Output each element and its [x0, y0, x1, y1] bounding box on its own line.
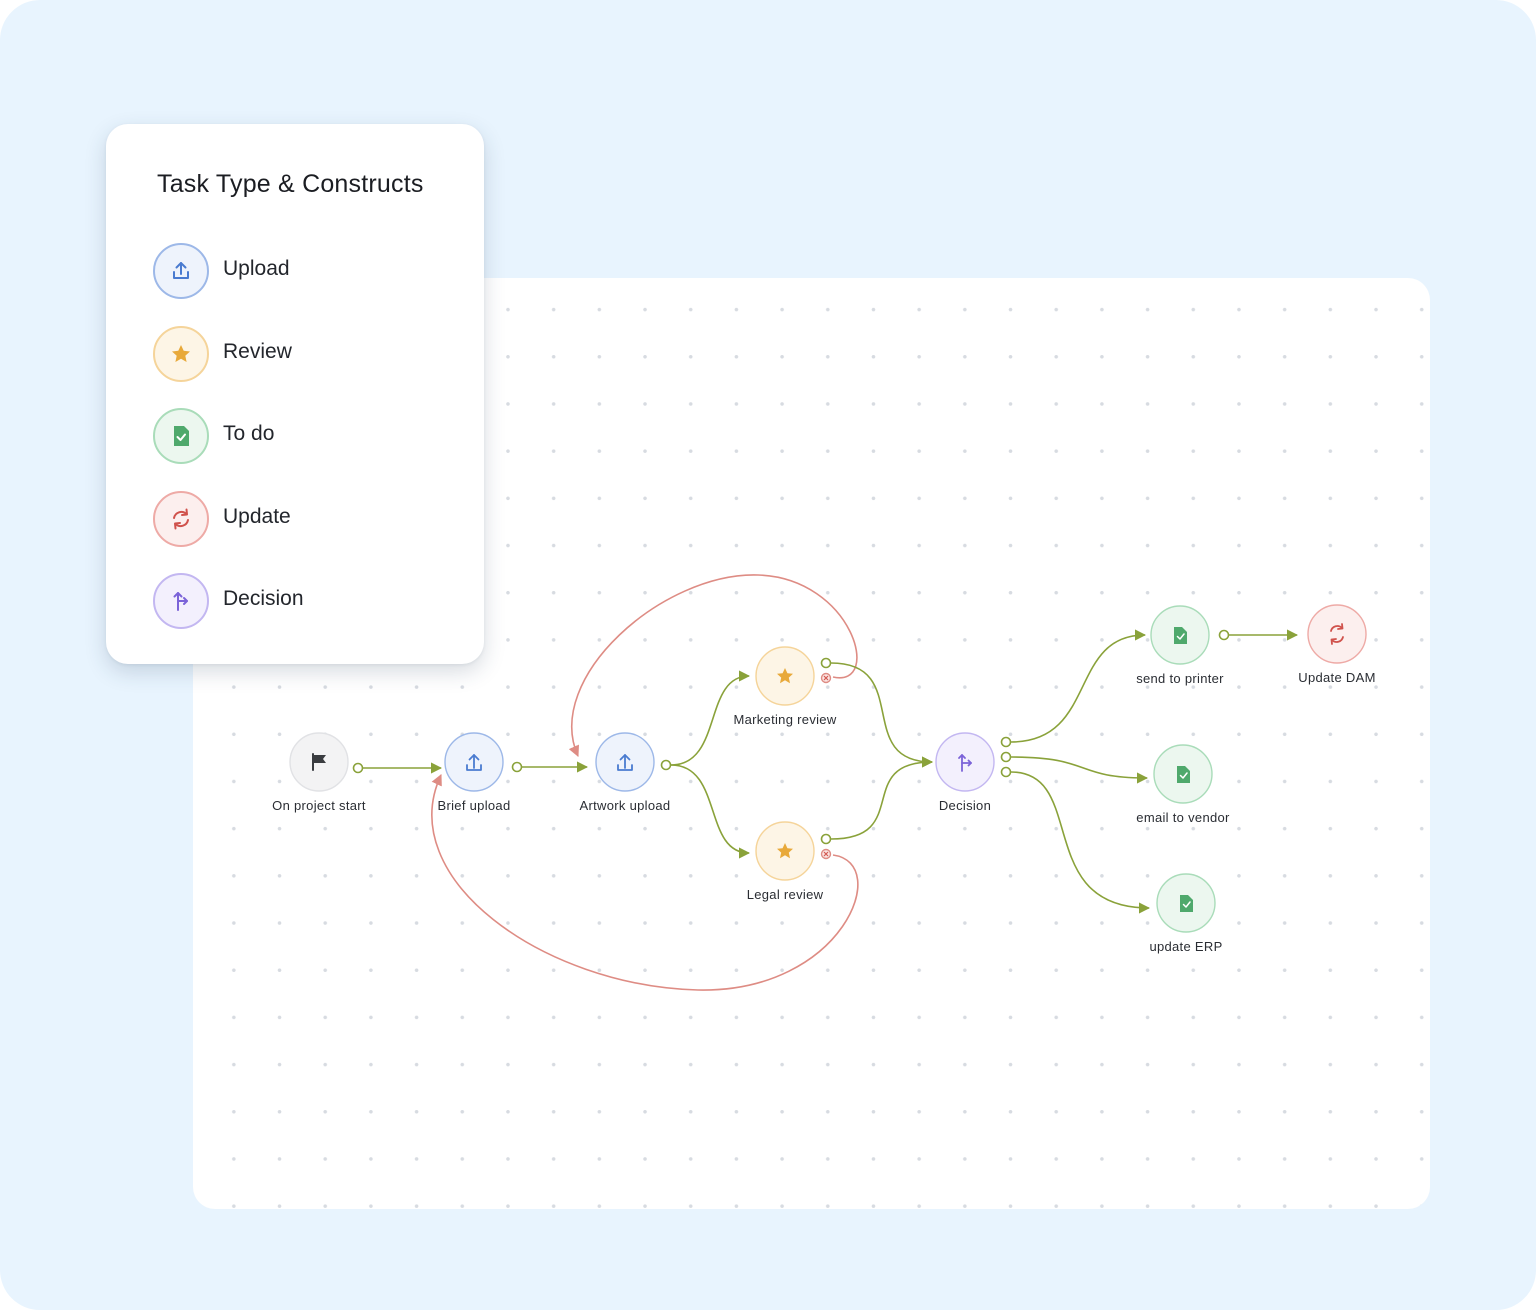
node-label: Update DAM — [1298, 670, 1375, 685]
node-label: Brief upload — [438, 798, 511, 813]
edge-marketing-reject-to-artwork — [568, 574, 858, 758]
legend-item-update[interactable]: Update — [153, 491, 453, 547]
legend-item-upload[interactable]: Upload — [153, 243, 453, 299]
upload-icon — [617, 754, 633, 771]
port-decision-out-2[interactable] — [1000, 751, 1012, 763]
node-send-to-printer[interactable]: send to printer — [1136, 605, 1224, 686]
node-artwork-upload[interactable]: Artwork upload — [580, 732, 671, 813]
legend-item-label: To do — [223, 422, 275, 445]
node-label: Artwork upload — [580, 798, 671, 813]
reject-port-marketing[interactable] — [820, 672, 832, 684]
node-label: On project start — [272, 798, 366, 813]
port-brief-out[interactable] — [511, 761, 523, 773]
node-label: Decision — [939, 798, 991, 813]
node-brief-upload[interactable]: Brief upload — [438, 732, 511, 813]
legend-item-label: Update — [223, 505, 291, 528]
sync-icon — [1330, 623, 1344, 645]
legend-item-label: Decision — [223, 587, 304, 610]
edge-artwork-to-marketing — [670, 670, 751, 766]
reject-port-legal[interactable] — [820, 848, 832, 860]
edge-marketing-to-decision — [830, 662, 934, 768]
branch-icon — [153, 573, 209, 629]
node-update-erp[interactable]: update ERP — [1149, 873, 1222, 954]
document-check-icon — [1174, 627, 1187, 644]
edge-decision-to-vendor — [1010, 756, 1149, 784]
node-marketing-review[interactable]: Marketing review — [733, 646, 837, 727]
edge-legal-to-decision — [830, 756, 934, 840]
node-label: update ERP — [1149, 939, 1222, 954]
edge-decision-to-printer — [1010, 629, 1147, 743]
flag-icon — [312, 753, 326, 771]
node-on-project-start[interactable]: On project start — [272, 732, 366, 813]
edge-artwork-to-legal — [670, 764, 751, 859]
workflow-diagram: On project start Brief upload — [272, 574, 1375, 991]
node-legal-review[interactable]: Legal review — [747, 821, 824, 902]
legend-item-review[interactable]: Review — [153, 326, 453, 382]
task-type-legend-panel: Task Type & Constructs Upload Review — [106, 124, 484, 664]
output-ports — [352, 629, 1230, 845]
edge-legal-reject-to-brief — [431, 773, 859, 991]
node-label: send to printer — [1136, 671, 1224, 686]
star-icon — [153, 326, 209, 382]
upload-icon — [466, 754, 482, 771]
legend-item-decision[interactable]: Decision — [153, 573, 453, 629]
port-decision-out-3[interactable] — [1000, 766, 1012, 778]
node-email-to-vendor[interactable]: email to vendor — [1136, 744, 1230, 825]
legend-item-label: Review — [223, 340, 292, 363]
legend-item-label: Upload — [223, 257, 290, 280]
node-update-dam[interactable]: Update DAM — [1298, 604, 1375, 685]
document-check-icon — [1180, 895, 1193, 912]
port-printer-out[interactable] — [1218, 629, 1230, 641]
node-label: Marketing review — [733, 712, 836, 727]
upload-icon — [153, 243, 209, 299]
branch-icon — [958, 754, 972, 772]
document-check-icon — [1177, 766, 1190, 783]
star-icon — [777, 843, 793, 859]
legend-title: Task Type & Constructs — [157, 170, 424, 198]
document-check-icon — [153, 408, 209, 464]
port-marketing-approve[interactable] — [820, 657, 832, 669]
node-decision[interactable]: Decision — [935, 732, 995, 813]
node-label: email to vendor — [1136, 810, 1230, 825]
edge-decision-to-erp — [1010, 771, 1151, 914]
node-label: Legal review — [747, 887, 824, 902]
star-icon — [777, 668, 793, 684]
port-artwork-out[interactable] — [660, 759, 672, 771]
port-decision-out-1[interactable] — [1000, 736, 1012, 748]
port-start-out[interactable] — [352, 762, 364, 774]
legend-item-todo[interactable]: To do — [153, 408, 453, 464]
sync-icon — [153, 491, 209, 547]
port-legal-approve[interactable] — [820, 833, 832, 845]
